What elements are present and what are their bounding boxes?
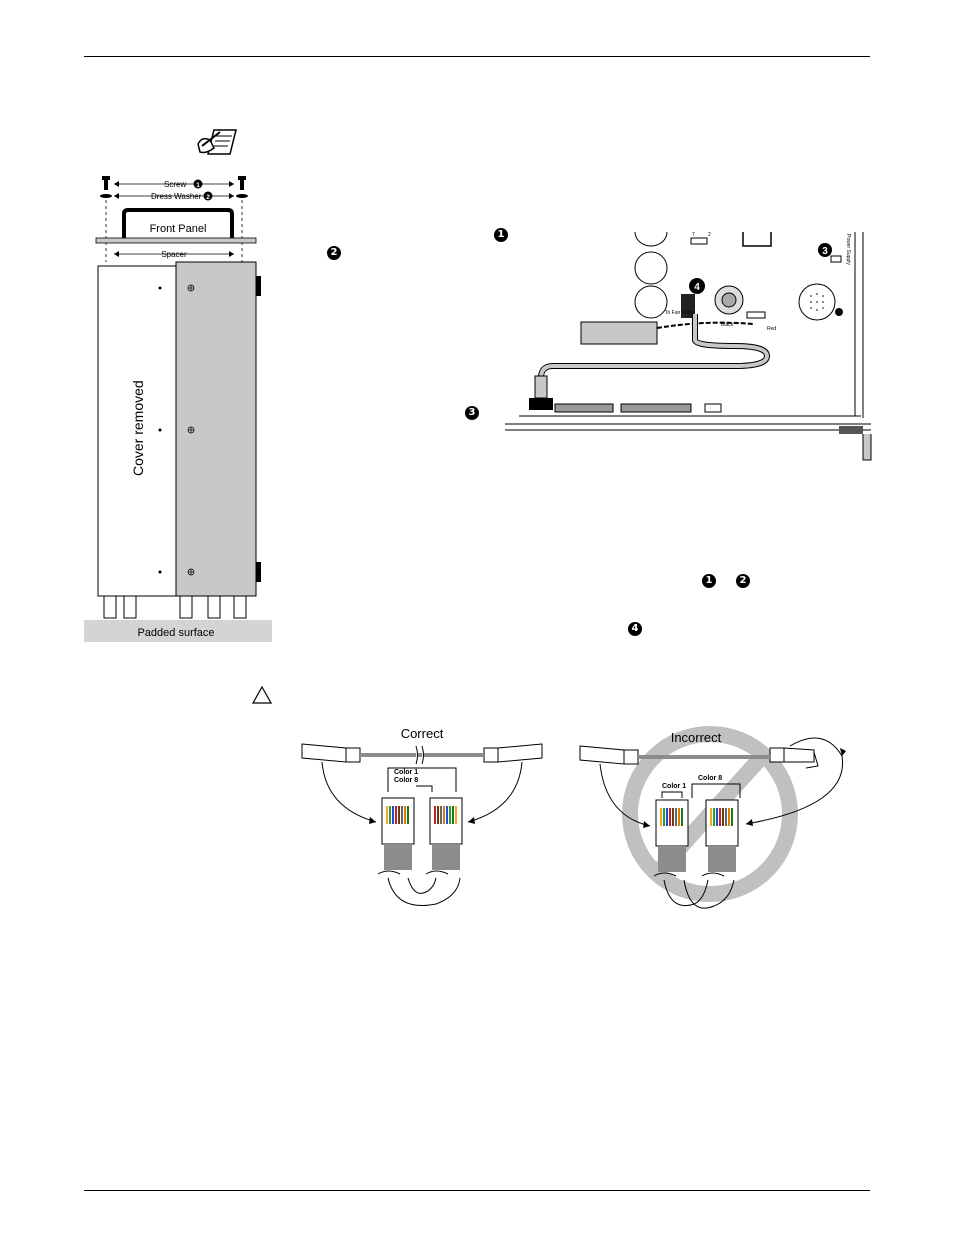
correct-cable-figure: Correct Color 1 Color 8 bbox=[301, 726, 543, 906]
svg-text:Power Supply: Power Supply bbox=[845, 234, 851, 265]
front-panel-label: Front Panel bbox=[150, 223, 207, 235]
top-rule bbox=[84, 56, 870, 57]
cover-removed-label: Cover removed bbox=[130, 380, 146, 476]
svg-text:1: 1 bbox=[196, 182, 200, 189]
caution-icon bbox=[252, 686, 272, 704]
svg-text:Red: Red bbox=[767, 326, 776, 332]
marker-1-text: 1 bbox=[494, 228, 508, 242]
washer-label: Dress Washer bbox=[151, 192, 202, 201]
note-icon bbox=[197, 129, 237, 155]
screw-label: Screw bbox=[164, 180, 186, 189]
padded-surface-label: Padded surface bbox=[137, 627, 214, 639]
svg-text:7: 7 bbox=[692, 232, 695, 238]
incorrect-title: Incorrect bbox=[671, 730, 722, 745]
svg-text:2: 2 bbox=[708, 232, 711, 238]
svg-text:4: 4 bbox=[694, 282, 700, 293]
svg-text:Color 1: Color 1 bbox=[662, 783, 686, 790]
spacer-label: Spacer bbox=[161, 250, 187, 259]
board-figure: 7 2 Power Supply 3 4 To Fan Conn Black R… bbox=[505, 231, 872, 461]
correct-title: Correct bbox=[401, 726, 444, 741]
svg-text:2: 2 bbox=[206, 194, 210, 201]
chassis-figure: Screw 1 Dress Washer 2 Front Panel Space… bbox=[84, 176, 272, 642]
screw-icon-right bbox=[238, 176, 246, 190]
svg-text:Color 1: Color 1 bbox=[394, 769, 418, 776]
marker-4-text: 4 bbox=[628, 622, 642, 636]
marker-1-text-b: 1 bbox=[702, 574, 716, 588]
bottom-rule bbox=[84, 1190, 870, 1191]
svg-text:Color 8: Color 8 bbox=[698, 775, 722, 782]
svg-text:To Fan Conn: To Fan Conn bbox=[665, 310, 694, 316]
svg-text:3: 3 bbox=[822, 246, 828, 257]
marker-3-text: 3 bbox=[465, 406, 479, 420]
incorrect-cable-figure: Incorrect Color 1 Color 8 bbox=[579, 726, 846, 909]
marker-2-text: 2 bbox=[327, 246, 341, 260]
svg-text:Black: Black bbox=[721, 322, 734, 328]
svg-text:Color 8: Color 8 bbox=[394, 777, 418, 784]
screw-icon-left bbox=[102, 176, 110, 190]
marker-2-text-b: 2 bbox=[736, 574, 750, 588]
